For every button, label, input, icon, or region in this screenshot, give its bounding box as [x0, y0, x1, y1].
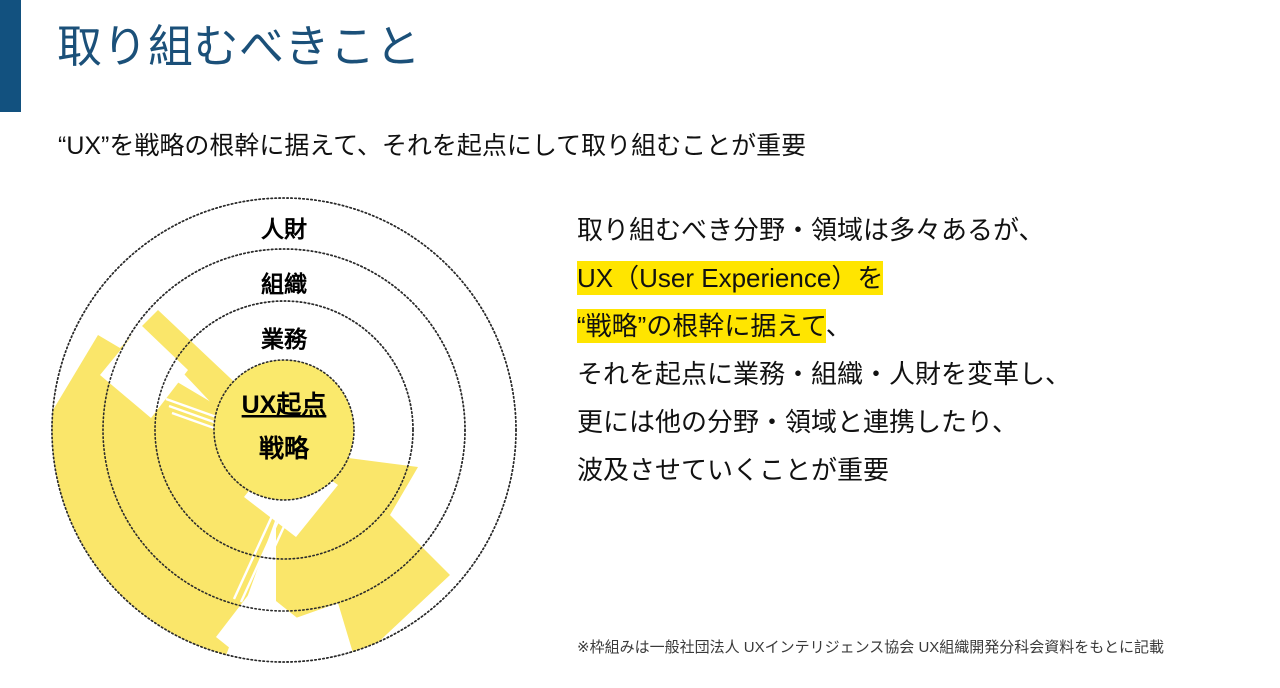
concentric-rings-ux-diagram: 人財 組織 業務 UX起点 戦略 [38, 185, 538, 680]
core-circle-ux [213, 359, 355, 501]
body-line-1: 取り組むべき分野・領域は多々あるが、 [577, 206, 1267, 254]
title-accent-bar [0, 0, 21, 112]
body-line-4: それを起点に業務・組織・人財を変革し、 [577, 350, 1267, 398]
body-line-6-text: 波及させていくことが重要 [577, 455, 890, 485]
page-title: 取り組むべきこと [57, 21, 422, 72]
source-footnote: ※枠組みは一般社団法人 UXインテリジェンス協会 UX組織開発分科会資料をもとに… [577, 639, 1164, 656]
slide-subtitle: “UX”を戦略の根幹に据えて、それを起点にして取り組むことが重要 [58, 132, 807, 160]
body-line-1-text: 取り組むべき分野・領域は多々あるが、 [577, 215, 1045, 245]
body-line-2-text: UX（User Experience）を [577, 261, 884, 295]
body-text-block: 取り組むべき分野・領域は多々あるが、 UX（User Experience）を … [577, 206, 1267, 494]
body-line-2: UX（User Experience）を [577, 254, 1267, 302]
body-line-3-highlight: “戦略”の根幹に据えて [577, 309, 826, 343]
body-line-5: 更には他の分野・領域と連携したり、 [577, 398, 1267, 446]
ring-label-soshiki: 組織 [261, 271, 307, 297]
body-line-5-text: 更には他の分野・領域と連携したり、 [577, 407, 1018, 437]
body-line-6: 波及させていくことが重要 [577, 446, 1267, 494]
body-line-3: “戦略”の根幹に据えて、 [577, 302, 1267, 350]
core-label-ux-kiten: UX起点 [242, 391, 327, 419]
core-label-senryaku: 戦略 [259, 434, 310, 463]
ring-label-jinzai: 人財 [261, 216, 307, 242]
body-line-3-tail: 、 [825, 311, 852, 341]
ring-label-gyomu: 業務 [260, 326, 308, 352]
body-line-4-text: それを起点に業務・組織・人財を変革し、 [577, 359, 1072, 389]
